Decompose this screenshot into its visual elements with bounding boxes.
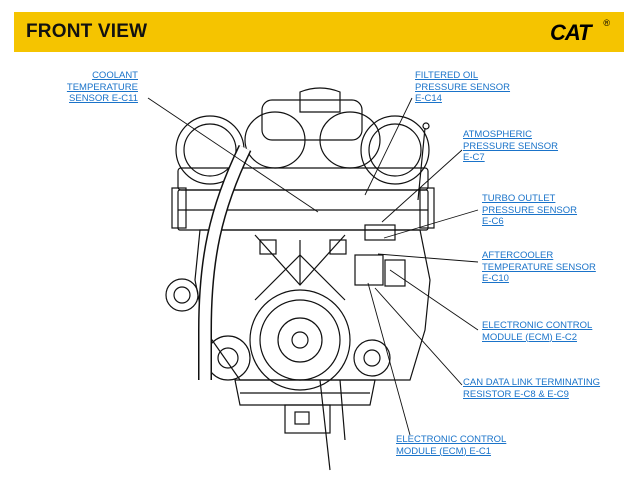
- callout-line: E-C7: [463, 152, 485, 163]
- callout-filtered-oil-pressure-sensor[interactable]: FILTERED OIL PRESSURE SENSOR E-C14: [415, 70, 510, 105]
- callout-ecm-e-c1[interactable]: ELECTRONIC CONTROL MODULE (ECM) E-C1: [396, 434, 506, 457]
- callout-line: E-C14: [415, 93, 442, 104]
- callout-line: CAN DATA LINK TERMINATING: [463, 377, 601, 388]
- leader-ecm-c2: [389, 269, 479, 331]
- registered-mark: ®: [603, 18, 610, 28]
- callout-line: COOLANT: [92, 70, 138, 81]
- leader-can-data-link: [374, 287, 463, 386]
- callout-ecm-e-c2[interactable]: ELECTRONIC CONTROL MODULE (ECM) E-C2: [482, 320, 592, 343]
- callout-line: E-C10: [482, 273, 509, 284]
- oil-pan-sump: [284, 404, 331, 434]
- callout-line: ELECTRONIC CONTROL: [482, 320, 593, 331]
- oil-pan: [234, 379, 376, 406]
- callout-aftercooler-temperature-sensor[interactable]: AFTERCOOLER TEMPERATURE SENSOR E-C10: [482, 250, 596, 285]
- callout-line: FILTERED OIL: [415, 70, 479, 81]
- leader-ecm-c1: [367, 282, 411, 436]
- callout-line: TEMPERATURE: [66, 81, 138, 93]
- engine-outline: [165, 87, 435, 471]
- callout-line: RESISTOR E-C8 & E-C9: [463, 388, 569, 400]
- callout-line: MODULE (ECM) E-C2: [482, 331, 578, 343]
- lower-right-pulley: [353, 339, 391, 377]
- callout-line: PRESSURE SENSOR: [463, 140, 559, 152]
- callout-line: TURBO OUTLET: [482, 193, 556, 204]
- callout-line: E-C6: [482, 216, 504, 227]
- ecm-module: [354, 254, 384, 286]
- callout-line: PRESSURE SENSOR: [415, 81, 511, 93]
- leader-turbo-outlet: [383, 209, 479, 239]
- header-bar: FRONT VIEW CAT ®: [14, 12, 624, 52]
- leader-aftercooler: [377, 253, 479, 263]
- leader-lines: [147, 97, 479, 436]
- cat-logo: CAT ®: [550, 18, 610, 46]
- lower-left-pulley: [205, 335, 251, 381]
- logo-text: CAT: [550, 20, 592, 45]
- callout-can-data-link-resistor[interactable]: CAN DATA LINK TERMINATING RESISTOR E-C8 …: [463, 377, 600, 400]
- leader-filtered-oil: [364, 97, 413, 196]
- right-turbo-wheel: [360, 115, 430, 185]
- callout-turbo-outlet-pressure-sensor[interactable]: TURBO OUTLET PRESSURE SENSOR E-C6: [482, 193, 577, 228]
- manifold: [177, 167, 429, 191]
- callout-line: MODULE (ECM) E-C1: [396, 445, 492, 457]
- callout-line: AFTERCOOLER: [482, 250, 554, 261]
- page-title: FRONT VIEW: [26, 21, 148, 42]
- callout-atmospheric-pressure-sensor[interactable]: ATMOSPHERIC PRESSURE SENSOR E-C7: [463, 129, 558, 164]
- front-damper: [249, 289, 351, 391]
- callout-line: TEMPERATURE SENSOR: [482, 261, 596, 273]
- leader-coolant: [147, 97, 319, 213]
- callout-line: PRESSURE SENSOR: [482, 204, 578, 216]
- callout-coolant-temperature-sensor[interactable]: COOLANT TEMPERATURE SENSOR E-C11: [52, 70, 138, 105]
- callout-line: ELECTRONIC CONTROL: [396, 434, 507, 445]
- left-pulley: [165, 278, 199, 312]
- callout-line: SENSOR E-C11: [69, 93, 138, 104]
- callout-line: ATMOSPHERIC: [463, 129, 532, 140]
- leader-atmospheric: [381, 149, 463, 223]
